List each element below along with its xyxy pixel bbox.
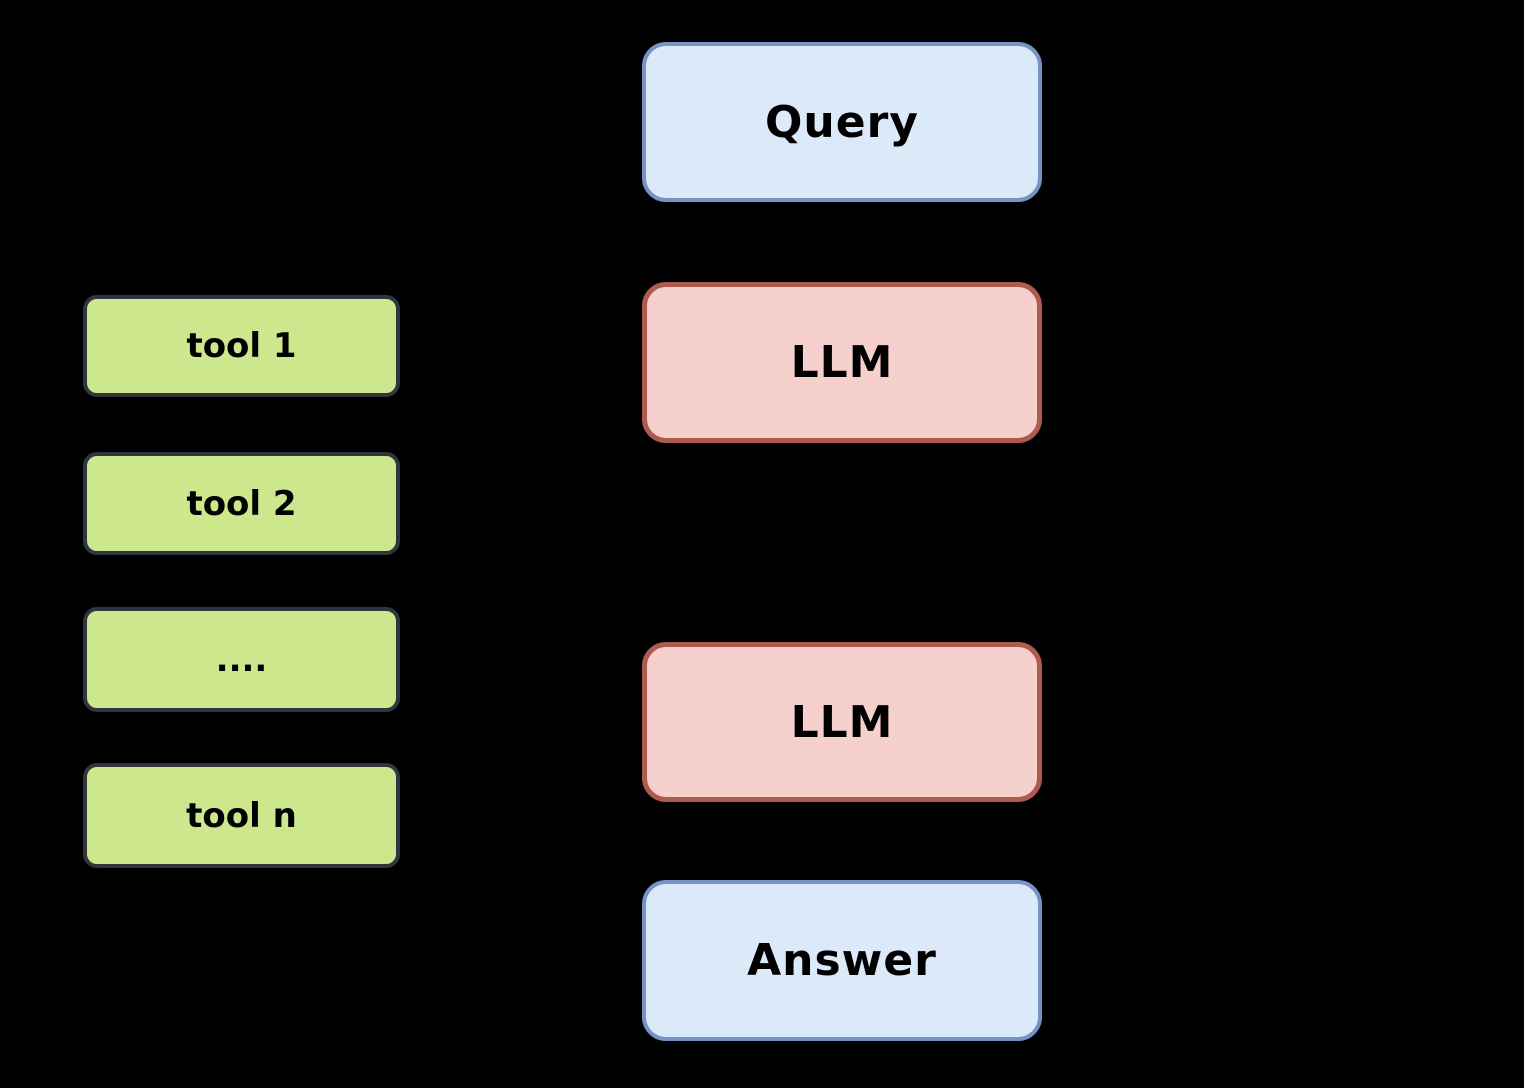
tool-1-label: tool 1 (186, 326, 297, 366)
tools-ellipsis-label: .... (215, 639, 268, 680)
tool-n-box: tool n (83, 763, 400, 868)
tools-ellipsis-box: .... (83, 607, 400, 712)
llm-node-top: LLM (642, 282, 1042, 443)
llm-bottom-label: LLM (790, 696, 894, 748)
tool-n-label: tool n (186, 795, 297, 836)
tool-1-box: tool 1 (83, 295, 400, 397)
tool-2-box: tool 2 (83, 452, 400, 555)
llm-top-label: LLM (790, 337, 894, 388)
answer-label: Answer (747, 935, 937, 986)
query-label: Query (765, 96, 919, 148)
answer-node: Answer (642, 880, 1042, 1041)
llm-node-bottom: LLM (642, 642, 1042, 802)
query-node: Query (642, 42, 1042, 202)
tool-2-label: tool 2 (186, 483, 297, 524)
